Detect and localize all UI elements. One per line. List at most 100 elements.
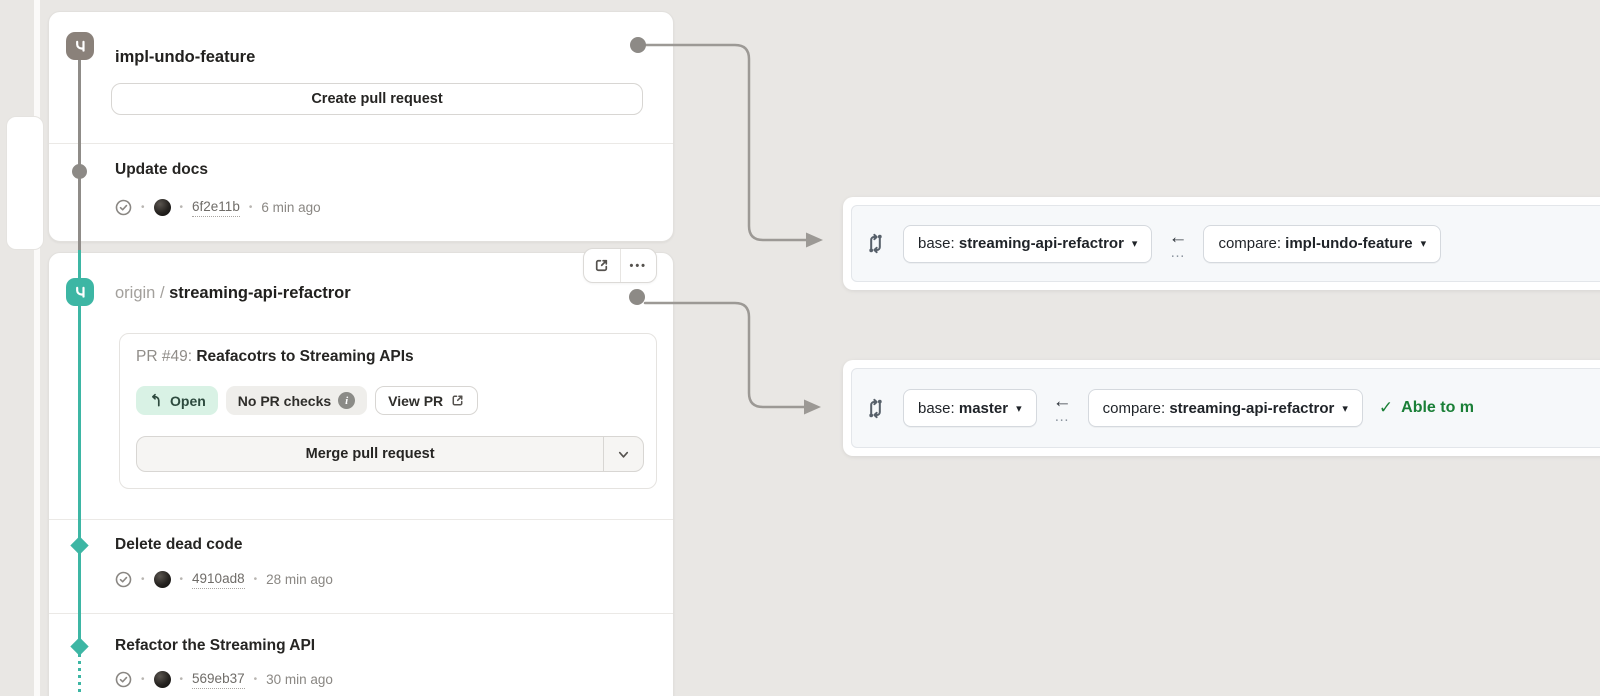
commit-hash-link[interactable]: 569eb37 bbox=[192, 671, 245, 689]
view-pr-button[interactable]: View PR bbox=[375, 386, 479, 415]
neighbor-card-edge bbox=[6, 116, 44, 250]
pull-request-box: PR #49: Reafacotrs to Streaming APIs Ope… bbox=[119, 333, 657, 489]
separator: • bbox=[179, 674, 184, 686]
lane-line-teal bbox=[78, 250, 81, 652]
dropdown-caret-icon: ▾ bbox=[1016, 402, 1022, 415]
branch-icon bbox=[66, 32, 94, 60]
branch-title: impl-undo-feature bbox=[115, 48, 256, 66]
open-external-button[interactable] bbox=[584, 249, 620, 282]
diff-dots: … bbox=[1169, 243, 1186, 261]
commit-hash-link[interactable]: 4910ad8 bbox=[192, 571, 245, 589]
separator: • bbox=[141, 202, 145, 214]
branch-card-actions: ••• bbox=[583, 248, 657, 283]
commit-time: 28 min ago bbox=[266, 572, 333, 588]
compare-bar: base: master ▾ ← … compare: streaming-ap… bbox=[851, 368, 1600, 448]
compare-direction: ← … bbox=[1053, 392, 1072, 424]
branch-icon bbox=[66, 278, 94, 306]
compare-branch-selector[interactable]: compare: impl-undo-feature ▾ bbox=[1203, 224, 1442, 263]
remote-name: origin bbox=[115, 284, 156, 302]
external-link-icon bbox=[596, 259, 608, 272]
dropdown-caret-icon: ▾ bbox=[1342, 402, 1348, 415]
compare-value: impl-undo-feature bbox=[1285, 235, 1413, 252]
commit-check-icon bbox=[115, 200, 132, 216]
compare-label: compare: bbox=[1102, 399, 1170, 417]
separator: • bbox=[253, 574, 258, 586]
separator: • bbox=[253, 674, 258, 686]
avatar bbox=[153, 199, 171, 217]
left-arrow-icon: ← bbox=[1168, 226, 1188, 248]
merge-pull-request-button[interactable]: Merge pull request bbox=[136, 436, 644, 472]
pr-title: Reafacotrs to Streaming APIs bbox=[196, 348, 414, 365]
branch-card-impl-undo-feature: impl-undo-feature Create pull request Up… bbox=[48, 11, 674, 242]
compare-label: compare: bbox=[1218, 235, 1286, 252]
base-branch-selector[interactable]: base: master ▾ bbox=[903, 389, 1037, 427]
commit-check-icon bbox=[115, 572, 132, 588]
pr-number-label: PR #49: bbox=[136, 348, 197, 365]
separator: • bbox=[248, 202, 253, 214]
branch-name: streaming-api-refactror bbox=[169, 284, 351, 302]
base-branch-selector[interactable]: base: streaming-api-refactror ▾ bbox=[903, 224, 1153, 263]
commit-marker-circle bbox=[72, 164, 87, 179]
commit-title[interactable]: Update docs bbox=[115, 161, 209, 178]
slash: / bbox=[155, 284, 170, 302]
git-compare-icon bbox=[869, 398, 882, 418]
view-pr-label: View PR bbox=[388, 392, 444, 409]
merge-status: ✓ Able to m bbox=[1379, 398, 1474, 418]
merge-label: Merge pull request bbox=[305, 446, 435, 462]
merge-options-dropdown[interactable] bbox=[603, 437, 643, 471]
dropdown-caret-icon: ▾ bbox=[1420, 238, 1427, 250]
divider bbox=[49, 519, 673, 520]
commit-time: 30 min ago bbox=[266, 672, 333, 688]
git-compare-icon bbox=[869, 233, 882, 254]
base-value: streaming-api-refactror bbox=[958, 235, 1124, 252]
pr-checks-badge: No PR checks i bbox=[225, 386, 368, 415]
external-link-icon bbox=[452, 395, 463, 406]
merge-status-label: Able to m bbox=[1401, 399, 1475, 416]
commit-meta-row: • • 6f2e11b • 6 min ago bbox=[115, 199, 321, 217]
lane-line-dotted bbox=[78, 654, 81, 696]
compare-direction: ← … bbox=[1168, 228, 1187, 260]
pr-status-label: Open bbox=[170, 392, 206, 409]
compare-value: streaming-api-refactror bbox=[1169, 399, 1335, 417]
compare-bar: base: streaming-api-refactror ▾ ← … comp… bbox=[851, 205, 1600, 282]
commit-check-icon bbox=[115, 672, 132, 688]
chevron-down-icon bbox=[618, 451, 629, 458]
divider bbox=[49, 143, 673, 144]
neighbor-lane-edge bbox=[34, 0, 40, 696]
separator: • bbox=[179, 574, 184, 586]
separator: • bbox=[141, 674, 145, 686]
create-pull-request-button[interactable]: Create pull request bbox=[111, 83, 643, 115]
commit-title[interactable]: Refactor the Streaming API bbox=[115, 637, 316, 654]
pr-badges-row: Open No PR checks i View PR bbox=[136, 386, 479, 415]
compare-panel-1: base: streaming-api-refactror ▾ ← … comp… bbox=[843, 197, 1600, 290]
branch-title: origin / streaming-api-refactror bbox=[115, 284, 351, 303]
separator: • bbox=[141, 574, 145, 586]
branch-card-streaming-api-refactror: origin / streaming-api-refactror PR #49:… bbox=[48, 252, 674, 696]
base-label: base: bbox=[918, 399, 959, 417]
left-arrow-icon: ← bbox=[1052, 391, 1072, 412]
base-label: base: bbox=[918, 235, 959, 252]
commit-hash-link[interactable]: 6f2e11b bbox=[192, 199, 240, 217]
dropdown-caret-icon: ▾ bbox=[1131, 238, 1138, 250]
more-options-button[interactable]: ••• bbox=[619, 249, 657, 282]
commit-title[interactable]: Delete dead code bbox=[115, 536, 243, 553]
commit-time: 6 min ago bbox=[261, 200, 321, 216]
separator: • bbox=[179, 202, 184, 214]
diff-dots: … bbox=[1054, 408, 1071, 425]
divider bbox=[49, 613, 673, 614]
avatar bbox=[153, 571, 171, 589]
check-icon: ✓ bbox=[1378, 398, 1394, 417]
pull-request-icon bbox=[152, 393, 160, 407]
compare-panel-2: base: master ▾ ← … compare: streaming-ap… bbox=[843, 360, 1600, 456]
compare-branch-selector[interactable]: compare: streaming-api-refactror ▾ bbox=[1087, 389, 1363, 427]
info-icon[interactable]: i bbox=[338, 392, 356, 409]
avatar bbox=[153, 671, 171, 689]
ellipsis-icon: ••• bbox=[629, 259, 648, 272]
pr-checks-label: No PR checks bbox=[237, 392, 332, 409]
commit-meta-row: • • 4910ad8 • 28 min ago bbox=[115, 571, 333, 589]
commit-meta-row: • • 569eb37 • 30 min ago bbox=[115, 671, 333, 689]
base-value: master bbox=[958, 399, 1009, 417]
pr-status-badge: Open bbox=[136, 386, 218, 415]
pr-title-row: PR #49: Reafacotrs to Streaming APIs bbox=[136, 348, 414, 366]
